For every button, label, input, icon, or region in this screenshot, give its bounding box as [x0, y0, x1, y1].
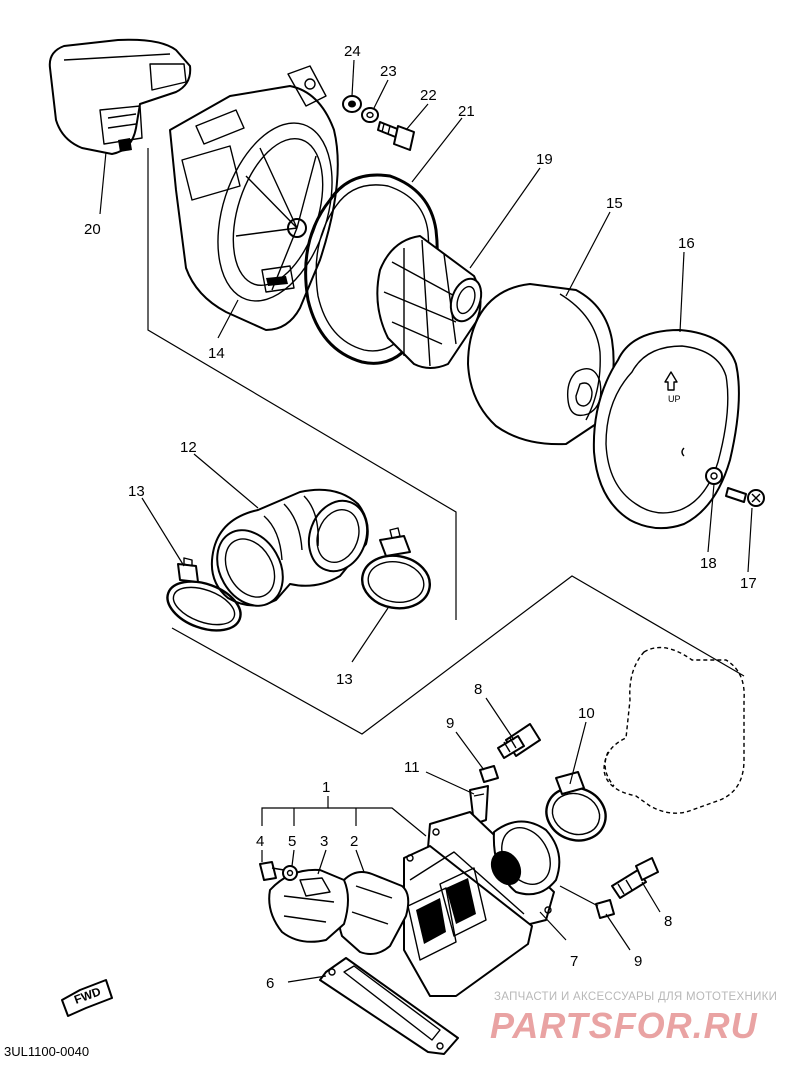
callout-2: 2: [350, 833, 358, 850]
part-22-bolt: [377, 121, 415, 151]
part-12-intake-joint: [210, 488, 369, 607]
callout-16: 16: [678, 235, 695, 252]
part-16-cover: UP: [592, 329, 740, 530]
callout-18: 18: [700, 555, 717, 572]
callout-8-lower: 8: [664, 913, 672, 930]
part-4-screw: [259, 861, 285, 881]
part-18-washer: [705, 467, 723, 485]
callout-9-upper: 9: [446, 715, 454, 732]
callout-13-right: 13: [336, 671, 353, 688]
part-14-filter-case: [169, 65, 339, 331]
callout-7: 7: [570, 953, 578, 970]
callout-22: 22: [420, 87, 437, 104]
callout-13-left: 13: [128, 483, 145, 500]
callout-6: 6: [266, 975, 274, 992]
part-2-reed-stopper: [337, 871, 410, 955]
callout-21: 21: [458, 103, 475, 120]
part-24-grommet: [342, 95, 362, 113]
callout-11: 11: [404, 759, 420, 776]
part-9-nut-lower: [595, 899, 615, 919]
part-9-nut-upper: [479, 765, 499, 783]
leader-lines: [99, 59, 753, 983]
callout-20: 20: [84, 221, 101, 238]
part-1-reed-valve: [403, 845, 533, 997]
part-15-filter-element: [467, 283, 615, 446]
callout-3: 3: [320, 833, 328, 850]
callout-9-lower: 9: [634, 953, 642, 970]
middle-group-bracket: [171, 575, 745, 735]
engine-outline: [603, 646, 745, 814]
part-6-gasket: [319, 957, 459, 1055]
part-5-washer: [282, 865, 298, 881]
part-11-bracket: [469, 785, 489, 825]
part-13-clamp-right: [361, 527, 431, 610]
callout-5: 5: [288, 833, 296, 850]
fwd-arrow: FWD: [61, 979, 113, 1017]
watermark-tagline: ЗАПЧАСТИ И АКСЕССУАРЫ ДЛЯ МОТОТЕХНИКИ: [494, 991, 777, 1003]
callout-24: 24: [344, 43, 361, 60]
part-7-manifold: [427, 811, 561, 931]
callout-numbers: 24 23 22 21 19 15 16 20 14 12 13 13 18 1…: [84, 43, 757, 992]
callout-1: 1: [322, 779, 330, 796]
callout-23: 23: [380, 63, 397, 80]
callout-10: 10: [578, 705, 595, 722]
part-17-screw: [725, 487, 765, 507]
diagram-code: 3UL1100-0040: [4, 1044, 89, 1059]
part-3-reed-petal: [268, 868, 349, 943]
callout-15: 15: [606, 195, 623, 212]
part-13-clamp-left: [166, 557, 242, 632]
callout-17: 17: [740, 575, 757, 592]
part-23-washer: [361, 107, 379, 123]
part-19-filter-cage: [376, 235, 483, 369]
part-8-bolt-upper: [497, 723, 541, 759]
callout-19: 19: [536, 151, 553, 168]
watermark-brand: PARTSFOR.RU: [490, 1005, 758, 1046]
cover-up-marking: UP: [668, 394, 681, 404]
callout-4: 4: [256, 833, 264, 850]
callout-8-upper: 8: [474, 681, 482, 698]
callout-14: 14: [208, 345, 225, 362]
part-8-bolt-lower: [611, 857, 659, 899]
callout-12: 12: [180, 439, 197, 456]
part-20-air-duct: [48, 38, 192, 155]
watermark: ЗАПЧАСТИ И АКСЕССУАРЫ ДЛЯ МОТОТЕХНИКИ PA…: [490, 991, 777, 1046]
upper-group-bracket: [147, 148, 457, 620]
